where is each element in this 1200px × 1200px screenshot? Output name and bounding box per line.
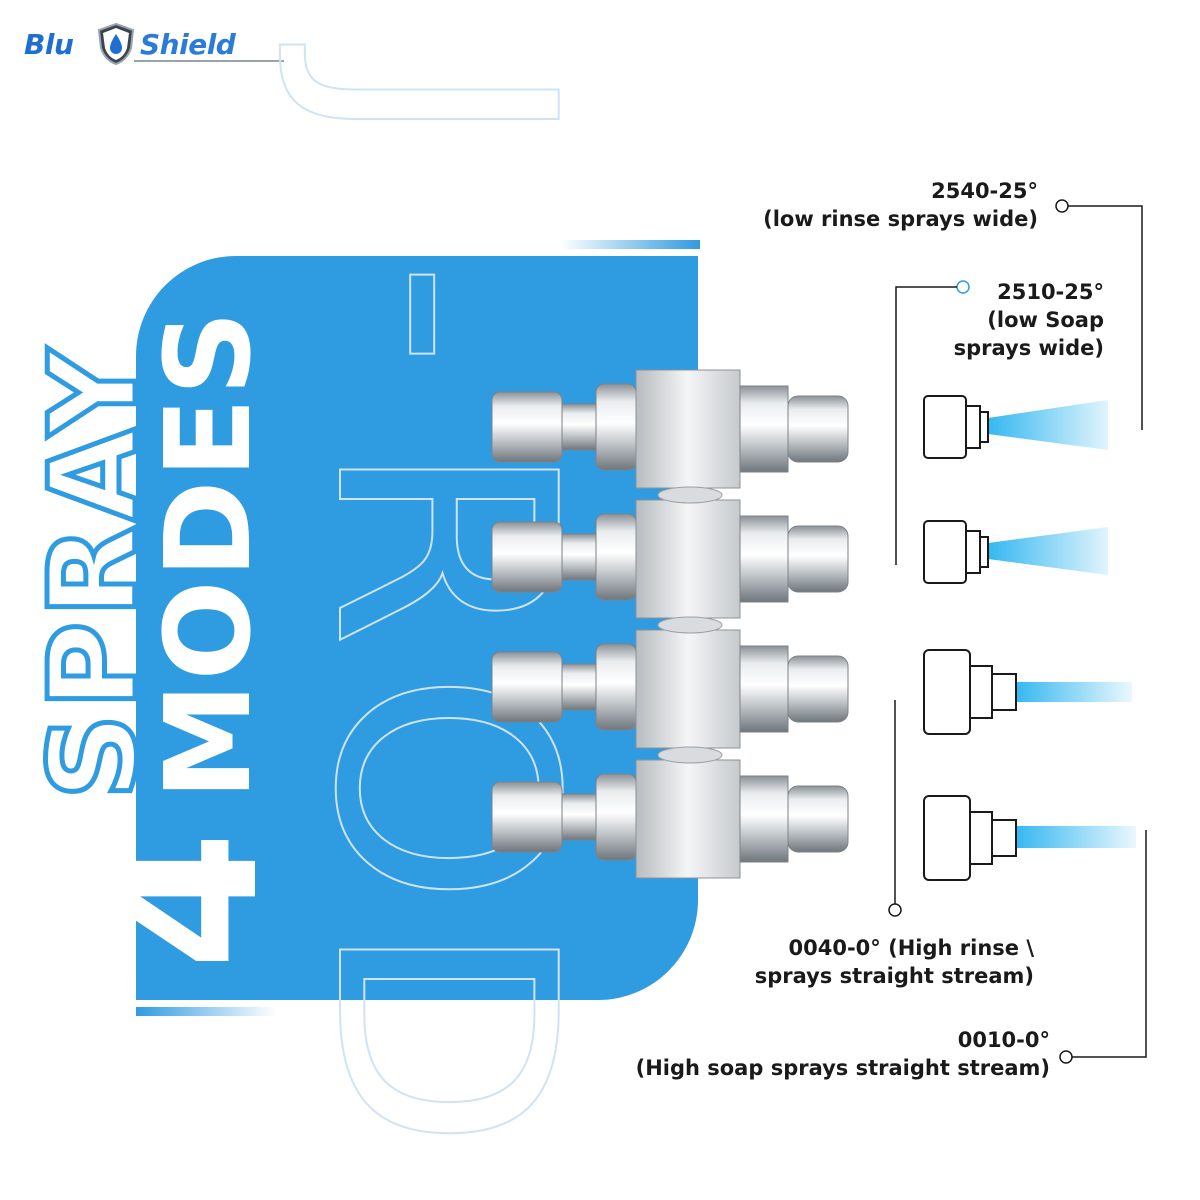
accent-bar-bottom — [136, 1007, 276, 1016]
label-2540-code: 2540-25° — [931, 179, 1038, 203]
spray-nozzle-icon — [923, 649, 1132, 735]
label-2540: 2540-25° (low rinse sprays wide) — [763, 177, 1038, 233]
brand-logo: Blu Shield — [24, 22, 284, 68]
label-0010-code: 0010-0° — [957, 1028, 1050, 1052]
label-0010-desc: (High soap sprays straight stream) — [635, 1056, 1050, 1080]
spray-nozzle-icon — [923, 795, 1136, 881]
shield-drop-icon — [97, 22, 135, 66]
label-2510-desc1: (low Soap — [987, 308, 1104, 332]
accent-bar-top — [560, 240, 700, 249]
label-0040: 0040-0° (High rinse \ sprays straight st… — [755, 934, 1034, 990]
label-2510: 2510-25° (low Soap sprays wide) — [954, 278, 1104, 362]
brand-word-shield: Shield — [140, 28, 236, 61]
headline-number: 4 — [70, 831, 303, 970]
spray-nozzle-icon — [923, 395, 1108, 459]
label-0040-line1: 0040-0° (High rinse \ — [788, 936, 1034, 960]
label-0040-line2: sprays straight stream) — [754, 964, 1034, 988]
spray-nozzle-icon — [923, 520, 1108, 584]
headline-spray: SPRAY — [25, 345, 164, 800]
label-2540-desc: (low rinse sprays wide) — [763, 207, 1038, 231]
logo-underline — [134, 60, 284, 62]
headline-modes: MODES — [139, 309, 277, 800]
label-2510-desc2: sprays wide) — [953, 336, 1104, 360]
brand-word-blu: Blu — [24, 28, 74, 61]
nozzle-diagrams — [923, 395, 1136, 881]
label-0010: 0010-0° (High soap sprays straight strea… — [636, 1026, 1050, 1082]
label-2510-code: 2510-25° — [997, 280, 1104, 304]
quick-connect-manifold-icon — [491, 369, 849, 879]
blue-panel — [136, 256, 698, 1000]
